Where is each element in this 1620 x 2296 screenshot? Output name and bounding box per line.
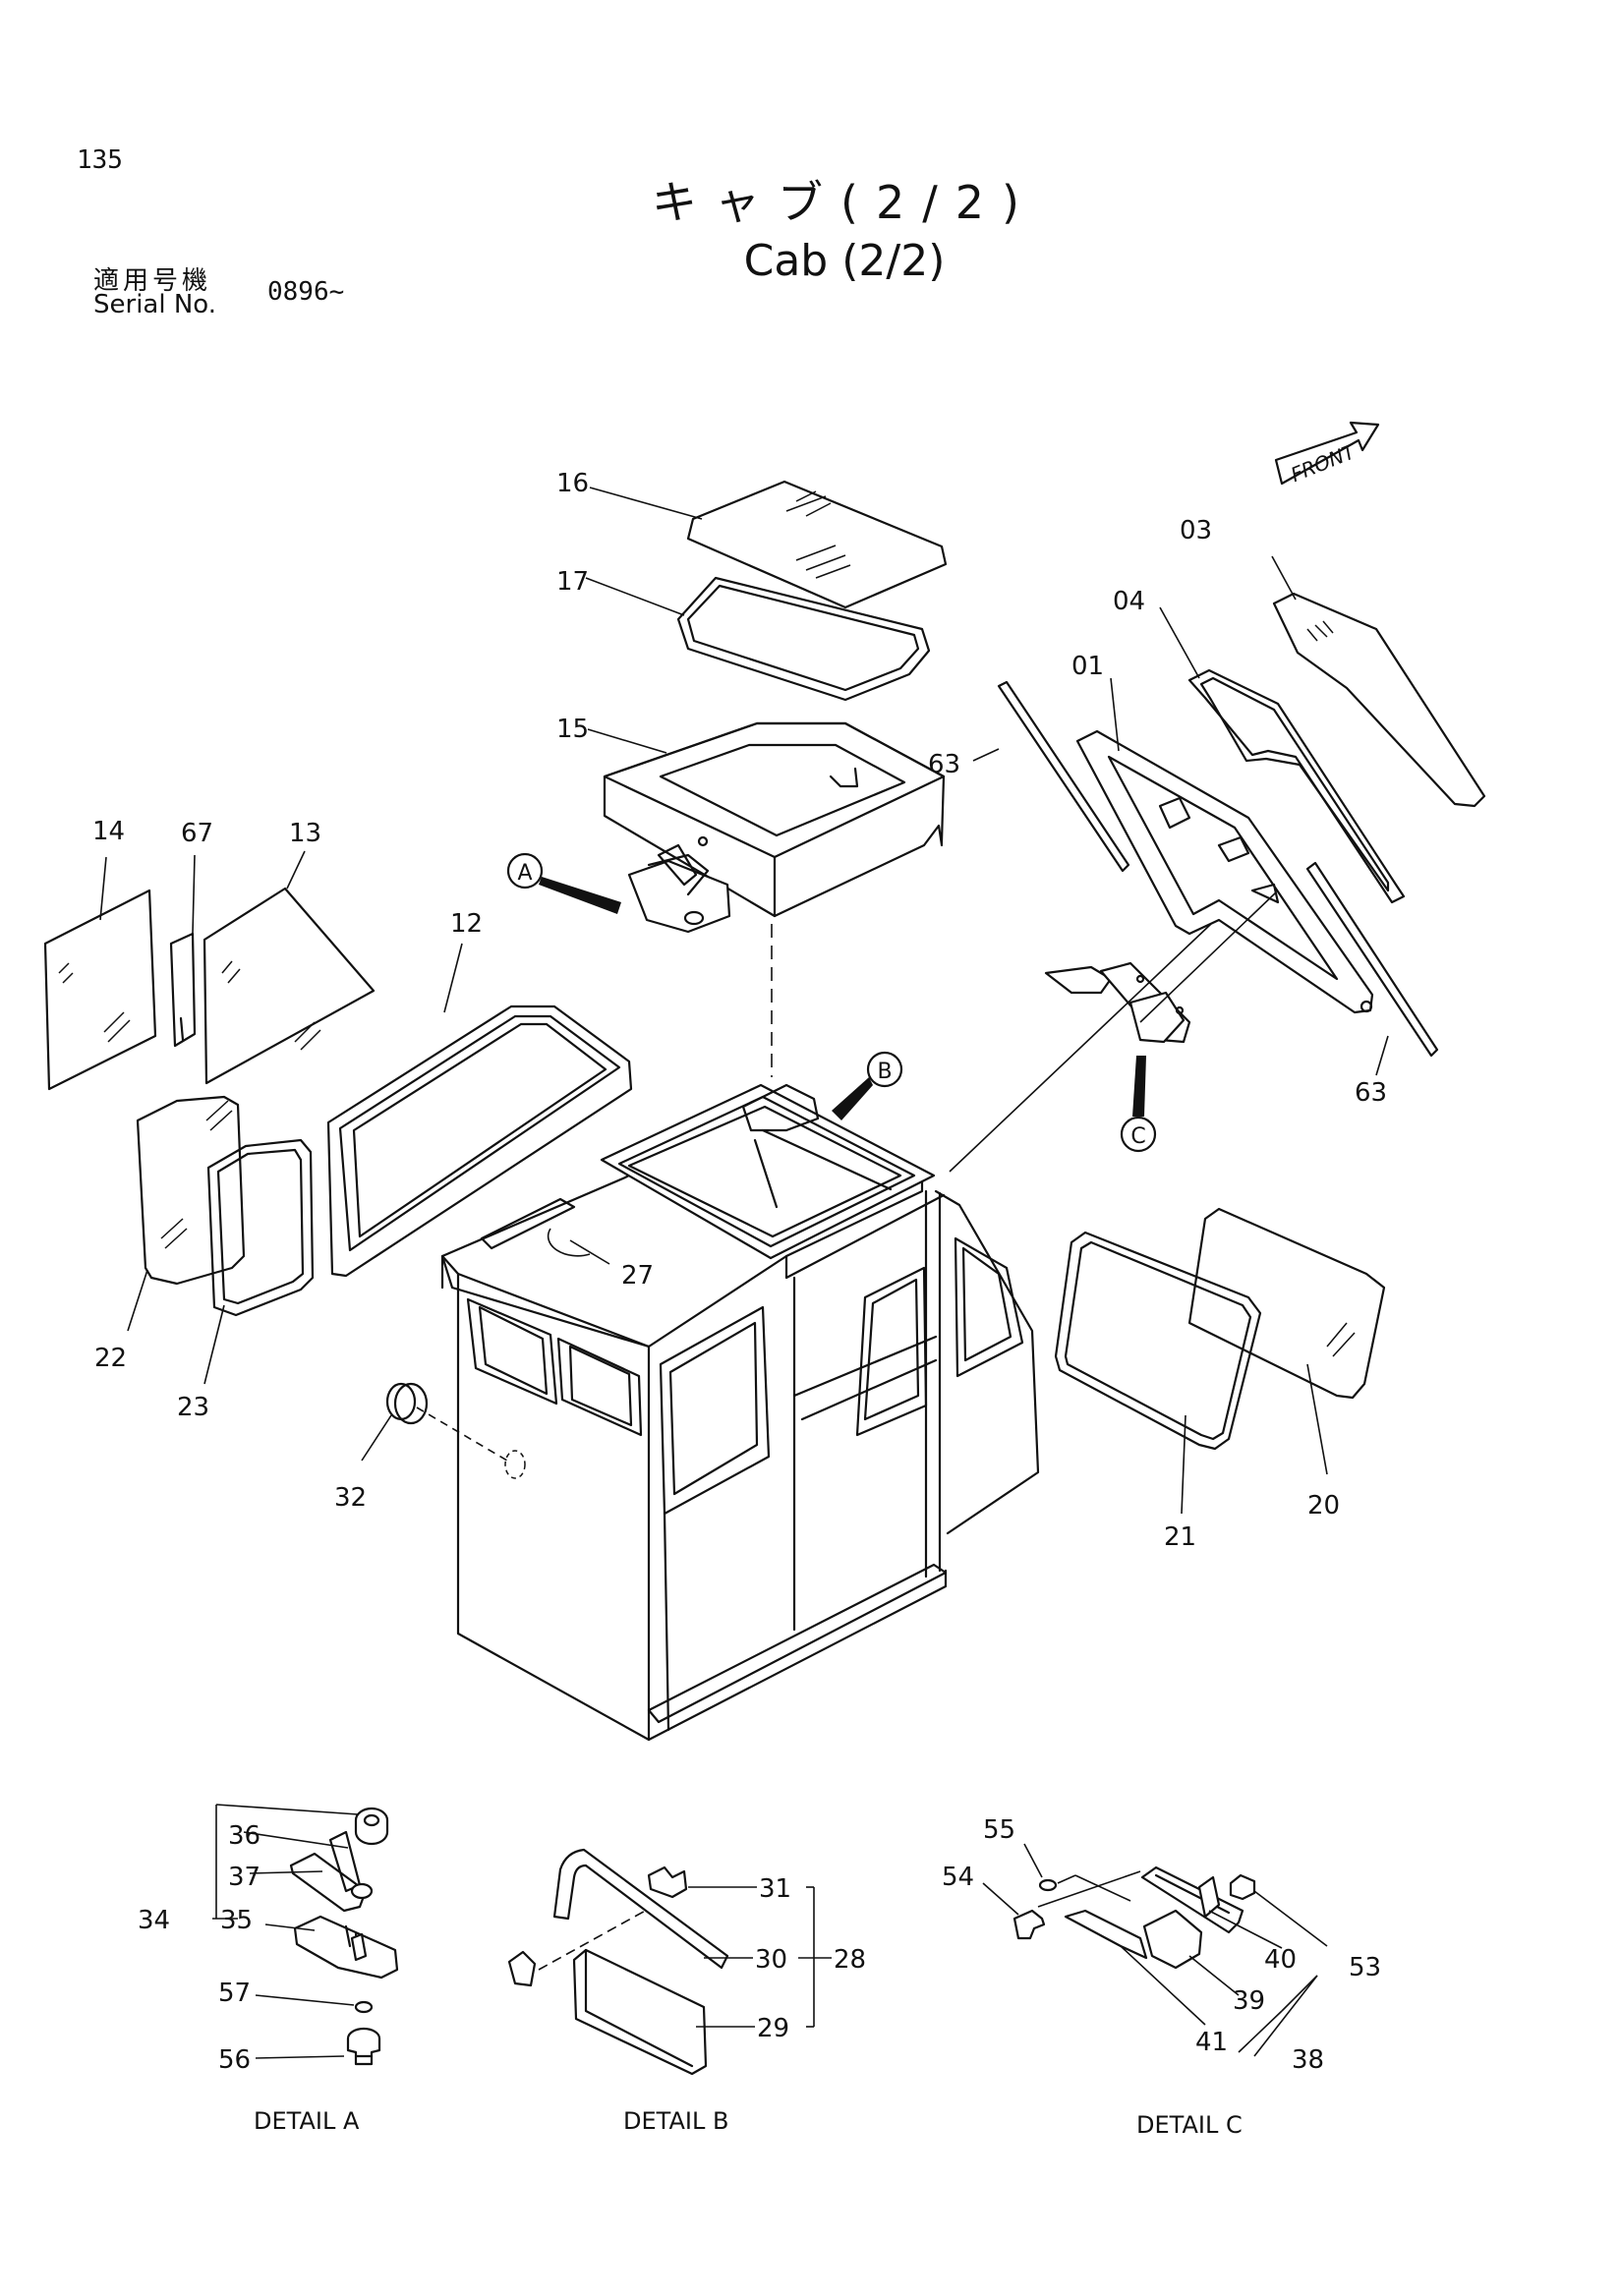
leader-lines — [99, 487, 1389, 1515]
callout-67: 67 — [181, 819, 213, 848]
detail-a-caption: DETAIL A — [254, 2107, 360, 2135]
rear-glass-20 — [1187, 1207, 1386, 1400]
glazing-strip-63-upper — [997, 680, 1130, 873]
front-direction-arrow: FRONT — [1274, 421, 1380, 488]
callout-41: 41 — [1195, 2028, 1228, 2057]
callout-31: 31 — [759, 1874, 791, 1904]
callout-16: 16 — [556, 469, 589, 498]
callout-63-lower: 63 — [1355, 1078, 1387, 1108]
front-label: FRONT — [1288, 439, 1360, 488]
callout-13: 13 — [289, 819, 321, 848]
roof-frame-b — [480, 1083, 936, 1260]
callout-14: 14 — [92, 817, 125, 846]
callout-04: 04 — [1113, 587, 1145, 616]
callout-28: 28 — [834, 1945, 866, 1975]
callout-17: 17 — [556, 567, 589, 597]
serial-number-range: 0896~ — [267, 277, 345, 307]
page-title-english: Cab (2/2) — [743, 236, 946, 286]
callout-34: 34 — [138, 1906, 170, 1935]
latch-assembly-a — [627, 843, 731, 934]
callout-36: 36 — [228, 1821, 260, 1851]
latch-assembly-c — [1044, 961, 1191, 1044]
front-seal-04 — [1187, 668, 1406, 904]
page-number: 135 — [77, 145, 123, 175]
detail-c-drawing — [982, 1843, 1328, 2057]
callout-29: 29 — [757, 2014, 789, 2043]
roof-seal-17 — [676, 576, 931, 702]
side-glass-13 — [202, 887, 376, 1085]
callout-23: 23 — [177, 1393, 209, 1422]
front-frame-01 — [1075, 729, 1374, 1014]
detail-b-callouts: 31 30 28 29 DETAIL B — [623, 1874, 866, 2135]
detail-c-callouts: 55 54 53 40 39 41 38 DETAIL C — [942, 1815, 1381, 2139]
plug-32 — [385, 1382, 526, 1479]
callout-22: 22 — [94, 1344, 127, 1373]
callout-53: 53 — [1349, 1953, 1381, 1982]
detail-marker-a: A — [506, 852, 621, 914]
callout-labels: 16 17 15 03 04 01 63 63 14 67 13 12 22 2… — [92, 469, 1387, 1552]
serial-label-japanese: 適用号機 — [93, 266, 212, 296]
detail-marker-c: C — [1120, 1056, 1157, 1153]
side-window-frame-12 — [326, 1004, 633, 1278]
glazing-strip-63-lower — [1305, 861, 1439, 1058]
callout-20: 20 — [1307, 1491, 1340, 1521]
detail-marker-b: B — [832, 1051, 903, 1120]
callout-39: 39 — [1233, 1986, 1265, 2016]
callout-40: 40 — [1264, 1945, 1297, 1975]
svg-text:C: C — [1130, 1124, 1145, 1149]
callout-37: 37 — [228, 1863, 260, 1892]
callout-27: 27 — [621, 1261, 654, 1291]
weather-strip-67 — [169, 932, 197, 1048]
callout-32: 32 — [334, 1483, 367, 1513]
callout-38: 38 — [1292, 2045, 1324, 2075]
callout-55: 55 — [983, 1815, 1015, 1845]
callout-57: 57 — [218, 1979, 251, 2008]
callout-03: 03 — [1180, 516, 1212, 545]
svg-text:B: B — [877, 1060, 892, 1084]
detail-c-caption: DETAIL C — [1136, 2111, 1243, 2139]
callout-01: 01 — [1071, 652, 1104, 681]
callout-56: 56 — [218, 2045, 251, 2075]
callout-21: 21 — [1164, 1522, 1196, 1552]
callout-63-upper: 63 — [928, 750, 960, 779]
svg-text:A: A — [517, 861, 532, 886]
page-title-japanese: キャブ(2/2) — [652, 176, 1037, 229]
front-glass-03 — [1272, 592, 1486, 808]
callout-12: 12 — [450, 909, 483, 939]
quarter-seal-23 — [206, 1138, 315, 1317]
cab-body — [440, 1099, 1040, 1742]
serial-label-english: Serial No. — [93, 290, 216, 319]
roof-glass-16 — [686, 480, 948, 609]
callout-30: 30 — [755, 1945, 787, 1975]
callout-15: 15 — [556, 715, 589, 744]
callout-35: 35 — [220, 1906, 253, 1935]
side-glass-14 — [43, 889, 157, 1091]
rear-seal-21 — [1054, 1231, 1262, 1451]
detail-a-drawing — [212, 1804, 399, 2066]
quarter-glass-22 — [136, 1095, 246, 1286]
detail-b-drawing — [507, 1848, 832, 2076]
detail-b-caption: DETAIL B — [623, 2107, 728, 2135]
callout-54: 54 — [942, 1863, 974, 1892]
detail-a-callouts: 36 37 34 35 57 56 DETAIL A — [138, 1821, 360, 2135]
